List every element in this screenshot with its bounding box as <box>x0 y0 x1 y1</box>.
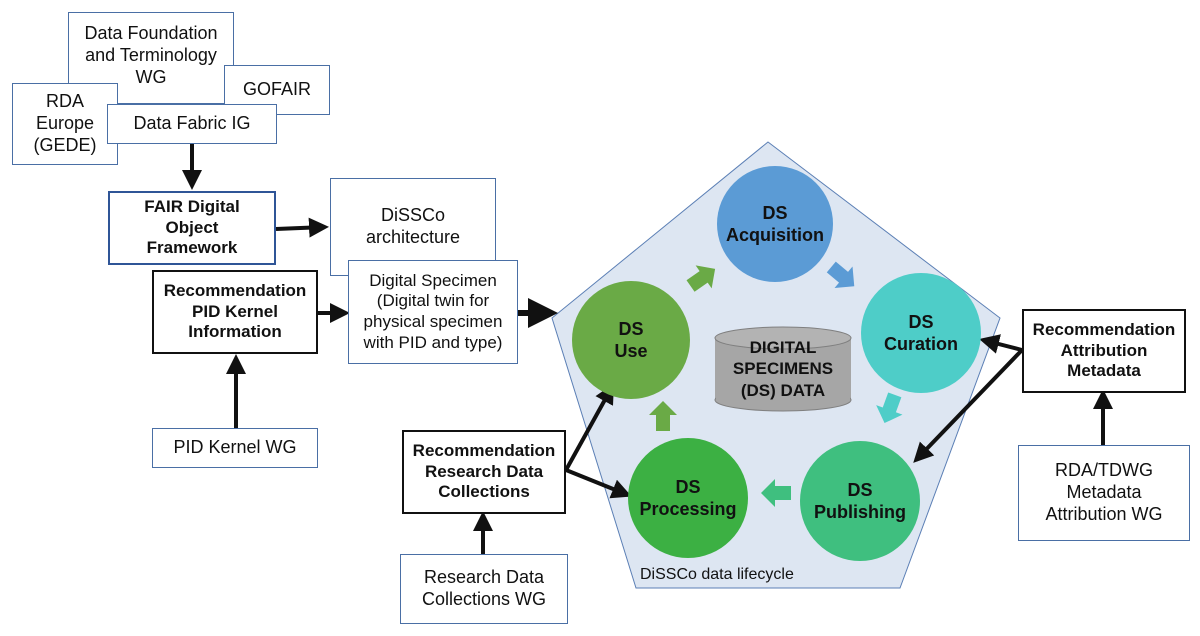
ds-acquisition-circle: DS Acquisition <box>717 166 833 282</box>
arrow-recrdc-to-processing <box>565 468 632 499</box>
flow-arrow-use-to-acquisition <box>686 265 716 292</box>
attribution-wg-box: RDA/TDWG Metadata Attribution WG <box>1018 445 1190 541</box>
lifecycle-caption: DiSSCo data lifecycle <box>640 566 794 583</box>
flow-arrow-acquisition-to-curation <box>826 261 855 289</box>
flow-arrow-processing-to-use <box>649 401 677 431</box>
digital-specimen-box: Digital Specimen (Digital twin for physi… <box>348 260 518 364</box>
arrow-recrdc-to-use <box>564 383 614 471</box>
fair-digital-object-box: FAIR Digital Object Framework <box>108 191 276 265</box>
arrow-recattr-to-publishing <box>913 348 1024 463</box>
gofair-box: GOFAIR <box>224 65 330 115</box>
recommendation-pid-box: Recommendation PID Kernel Information <box>152 270 318 354</box>
flow-arrow-publishing-to-processing <box>761 479 791 507</box>
research-data-collections-wg-box: Research Data Collections WG <box>400 554 568 624</box>
ds-curation-circle: DS Curation <box>861 273 981 393</box>
dissco-architecture-box: DiSSCo architecture <box>330 178 496 276</box>
ds-publishing-circle: DS Publishing <box>800 441 920 561</box>
recommendation-rdc-box: Recommendation Research Data Collections <box>402 430 566 514</box>
data-fabric-box: Data Fabric IG <box>107 104 277 144</box>
pid-kernel-wg-box: PID Kernel WG <box>152 428 318 468</box>
flow-arrow-curation-to-publishing <box>876 392 903 424</box>
rda-europe-box: RDA Europe (GEDE) <box>12 83 118 165</box>
recommendation-attribution-box: Recommendation Attribution Metadata <box>1022 309 1186 393</box>
ds-use-circle: DS Use <box>572 281 690 399</box>
arrow-recattr-to-curation <box>979 334 1023 354</box>
ds-processing-circle: DS Processing <box>628 438 748 558</box>
arrow-fairdo-to-architecture <box>275 217 329 238</box>
ds-data-cylinder <box>714 326 852 412</box>
ds-data-label: DIGITAL SPECIMENS (DS) DATA <box>732 338 834 400</box>
